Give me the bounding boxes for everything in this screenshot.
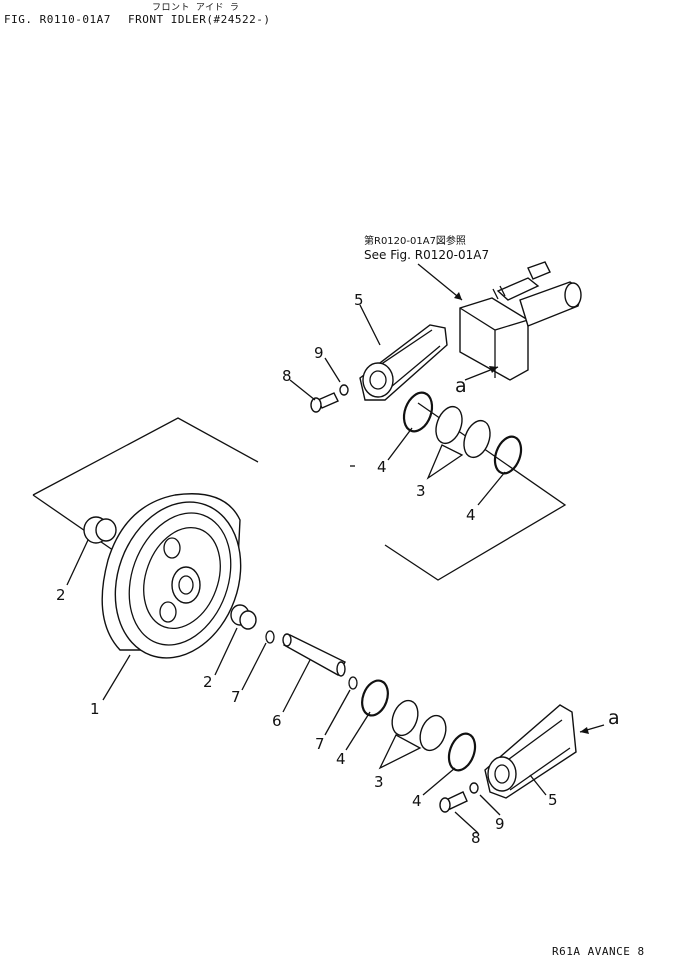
assembly-outline <box>32 402 567 581</box>
reference-arrowhead <box>454 292 462 300</box>
oring-lower-left <box>361 679 389 717</box>
callout-oring-small-left: 7 <box>231 688 241 706</box>
oring-lower-right <box>447 732 477 772</box>
callout-support-lower: 5 <box>548 791 558 809</box>
callout-washer-upper: 9 <box>314 344 324 362</box>
reference-japanese: 第R0120-01A7図参照 <box>364 234 466 247</box>
callout-shaft: 6 <box>272 712 282 730</box>
callout-oring-upper-right: 4 <box>466 506 476 524</box>
figure-title-japanese: フロント アイド ラ <box>152 3 240 13</box>
idler-wheel <box>101 493 242 659</box>
callout-bolt-upper: 8 <box>282 367 292 385</box>
callout-oring-upper-left: 4 <box>377 458 387 476</box>
reference-leader <box>417 263 463 301</box>
seal-ring-upper <box>435 405 491 459</box>
callout-washer-lower: 9 <box>495 815 505 833</box>
figure-title: FRONT IDLER(#24522-) <box>128 13 271 26</box>
callout-support-upper: 5 <box>354 291 364 309</box>
bushing-left <box>83 516 117 544</box>
oring-upper-right <box>493 435 523 475</box>
bolt-lower <box>439 791 468 813</box>
bushing-right <box>230 604 257 630</box>
washer-upper <box>339 384 349 396</box>
callout-oring-lower-left: 4 <box>336 750 346 768</box>
cylinder-yoke <box>459 261 582 381</box>
arrow-lower-head <box>580 727 589 734</box>
reference-english: See Fig. R0120-01A7 <box>364 248 489 262</box>
callout-seal-ring-upper: 3 <box>416 482 426 500</box>
arrow-upper-head <box>489 366 498 373</box>
leader-lines <box>66 304 547 834</box>
arrow-label-lower: a <box>608 707 620 729</box>
page-footer: R61A AVANCE 8 <box>552 945 645 958</box>
oring-upper-left <box>402 391 434 433</box>
support-upper <box>359 324 448 401</box>
arrow-label-upper: a <box>455 375 467 397</box>
seal-ring-lower <box>391 699 447 752</box>
callout-idler: 1 <box>90 700 100 718</box>
callout-oring-lower-right: 4 <box>412 792 422 810</box>
callout-oring-small-right: 7 <box>315 735 325 753</box>
callout-bolt-lower: 8 <box>471 829 481 847</box>
callout-seal-ring-lower: 3 <box>374 773 384 791</box>
bolt-upper <box>310 392 339 413</box>
callout-bushing-left: 2 <box>56 586 66 604</box>
callout-bushing-right: 2 <box>203 673 213 691</box>
shaft <box>282 633 346 677</box>
support-lower <box>484 704 577 799</box>
oring-small-left <box>265 630 275 644</box>
washer-lower <box>469 782 479 794</box>
oring-small-right <box>348 676 358 690</box>
figure-number: FIG. R0110-01A7 <box>4 13 111 26</box>
